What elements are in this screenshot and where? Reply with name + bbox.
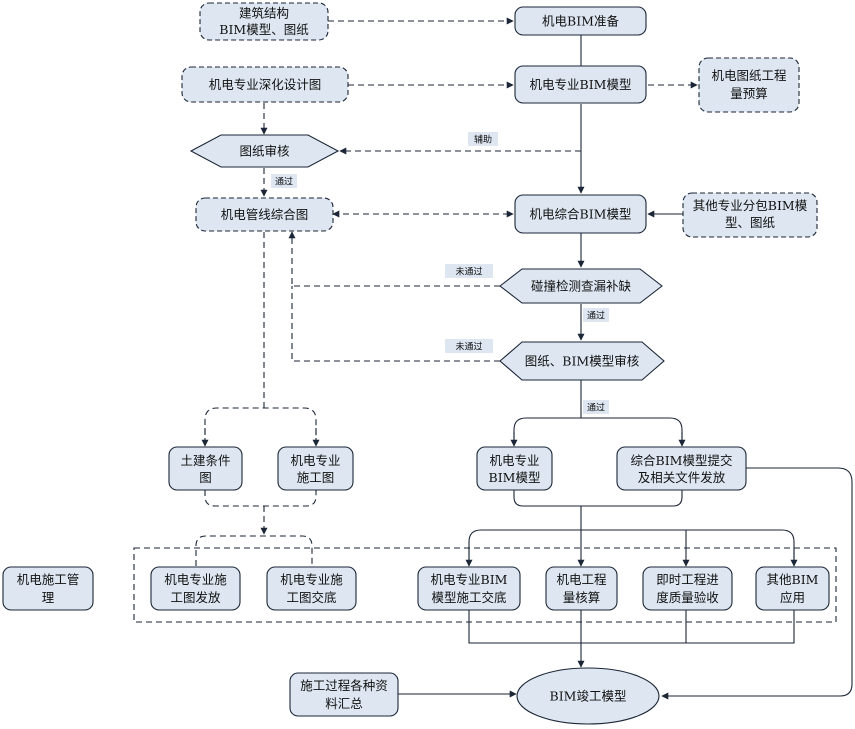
node-prep-label: 机电BIM准备	[542, 14, 619, 29]
node-mgmt-line1: 机电施工管	[17, 572, 80, 587]
node-as-built	[516, 667, 660, 725]
label-fail-1: 未通过	[455, 266, 482, 278]
node-process-data-line1: 施工过程各种资	[300, 678, 388, 693]
node-submit-model-line1: 综合BIM模型提交	[631, 453, 733, 468]
node-as-built-label: BIM竣工模型	[550, 689, 627, 704]
node-quantity-budget-line2: 量预算	[730, 86, 768, 101]
node-civil-drawing-line2: 图	[199, 470, 212, 485]
node-model-review-label: 图纸、BIM模型审核	[525, 354, 640, 369]
node-construction-drawing-line2: 施工图	[297, 470, 335, 485]
node-construction-drawing-line1: 机电专业	[290, 453, 340, 468]
edge-results-merge	[513, 490, 683, 507]
node-prep	[514, 6, 647, 36]
node-handover-drawing	[266, 566, 357, 611]
node-other-bim	[755, 566, 830, 611]
edge-review-split	[513, 417, 683, 444]
label-pass-3: 通过	[587, 402, 605, 414]
node-progress-check-line2: 度质量验收	[656, 590, 719, 605]
node-submit-model	[616, 446, 747, 491]
node-deepen-design	[181, 66, 349, 103]
node-arch-model-line1: 建筑结构	[239, 6, 289, 21]
label-pass-2: 通过	[587, 310, 605, 322]
edge-group-inner-split	[195, 535, 313, 566]
edge-submit-to-asbuilt	[661, 467, 853, 700]
construction-group-frame	[133, 547, 837, 623]
node-other-bim-line2: 应用	[780, 590, 805, 605]
edge-drawings-merge	[204, 490, 317, 507]
node-quantity-check-line2: 量核算	[563, 590, 601, 605]
node-handover-drawing-line1: 机电专业施	[280, 572, 343, 587]
node-quantity-check-line1: 机电工程	[556, 572, 607, 587]
node-civil-drawing	[168, 446, 243, 491]
node-drawing-review-label: 图纸审核	[239, 144, 290, 159]
node-combined-model-label: 机电综合BIM模型	[530, 207, 632, 222]
node-mep-bim-model	[476, 446, 553, 491]
node-other-models-line2: 型、图纸	[725, 215, 776, 230]
node-progress-check	[642, 566, 733, 611]
node-model-review	[499, 341, 665, 381]
node-bim-handover-line2: 模型施工交底	[431, 590, 506, 605]
node-mep-model	[514, 65, 647, 104]
node-submit-model-line2: 及相关文件发放	[638, 470, 726, 485]
node-pipe-drawing	[195, 197, 334, 232]
node-arch-model-line2: BIM模型、图纸	[219, 22, 309, 37]
label-pass-1: 通过	[275, 176, 293, 188]
node-other-bim-line1: 其他BIM	[767, 572, 819, 587]
node-quantity-check	[545, 566, 618, 611]
node-clash-check	[499, 268, 663, 304]
node-mep-bim-model-line1: 机电专业	[489, 453, 539, 468]
node-construction-drawing	[277, 446, 354, 491]
label-assist: 辅助	[474, 134, 492, 146]
label-fail-2: 未通过	[455, 341, 482, 353]
node-other-models-line1: 其他专业分包BIM模	[693, 198, 808, 213]
node-clash-check-label: 碰撞检测查漏补缺	[531, 279, 632, 294]
node-other-models	[682, 192, 818, 238]
node-mep-model-label: 机电专业BIM模型	[530, 77, 632, 92]
node-bim-handover-line1: 机电专业BIM	[431, 572, 508, 587]
node-quantity-budget-line1: 机电图纸工程	[711, 68, 787, 83]
node-issue-drawing-line2: 工图发放	[170, 590, 221, 605]
edge-clash-fail	[288, 231, 500, 287]
node-process-data-line2: 料汇总	[325, 696, 363, 711]
node-pipe-drawing-label: 机电管线综合图	[221, 207, 309, 222]
node-deepen-design-label: 机电专业深化设计图	[209, 77, 322, 92]
edge-results-branch	[468, 529, 795, 565]
edge-pipe-split	[204, 407, 317, 445]
node-handover-drawing-line2: 工图交底	[286, 590, 336, 605]
edge-bottom-merge	[468, 610, 795, 644]
node-combined-model	[514, 194, 647, 234]
node-issue-drawing	[150, 566, 241, 611]
node-mep-bim-model-line2: BIM模型	[489, 470, 541, 485]
node-arch-model	[199, 2, 329, 41]
node-progress-check-line1: 即时工程进	[656, 572, 719, 587]
node-issue-drawing-line1: 机电专业施	[164, 572, 227, 587]
node-mgmt-line2: 理	[42, 590, 55, 605]
node-drawing-review	[189, 134, 340, 168]
node-bim-handover	[417, 566, 521, 611]
node-quantity-budget	[698, 57, 800, 113]
node-process-data	[289, 672, 399, 717]
node-mgmt	[2, 566, 94, 611]
node-civil-drawing-line1: 土建条件	[180, 453, 230, 468]
